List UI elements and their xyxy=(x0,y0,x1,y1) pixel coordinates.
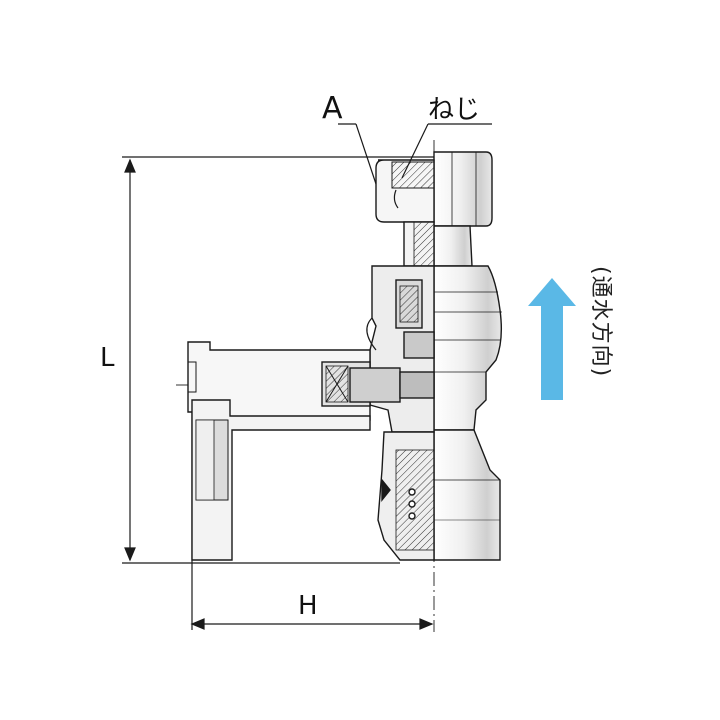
callout-leaders xyxy=(338,123,492,185)
label-l: L xyxy=(100,343,115,373)
dimension-l xyxy=(122,156,440,564)
label-flow-direction: (通水方向) xyxy=(588,266,613,377)
valve-section-half xyxy=(366,159,435,561)
dimension-h xyxy=(190,400,434,630)
label-neji: ねじ xyxy=(428,95,480,125)
arrow-up-icon xyxy=(528,278,576,400)
label-a: A xyxy=(322,91,343,126)
valve-exterior-half xyxy=(433,151,503,561)
side-outlet xyxy=(187,341,435,561)
label-h: H xyxy=(298,591,318,621)
